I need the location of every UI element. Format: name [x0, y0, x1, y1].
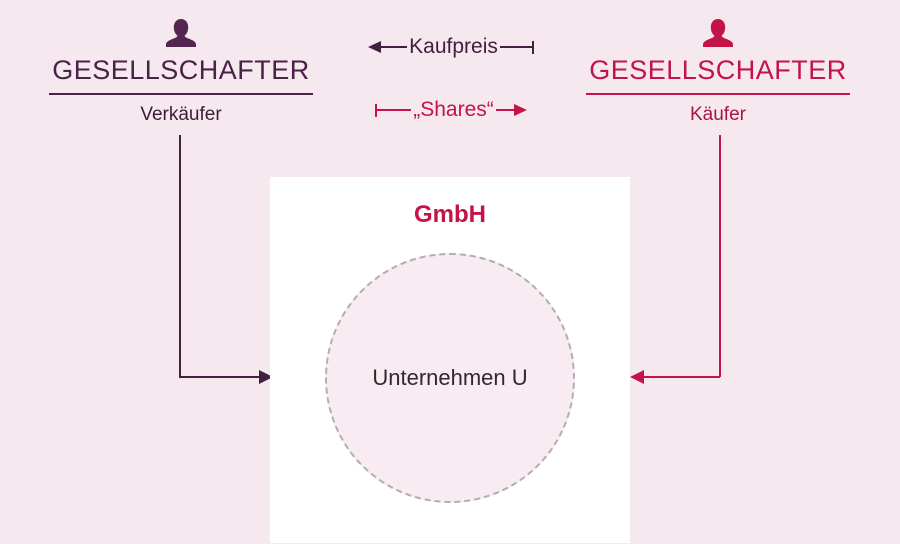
- arrowhead-left-icon: [368, 41, 382, 53]
- arrowhead-left-icon: [630, 370, 644, 384]
- arrow-line: [377, 109, 412, 111]
- company-name: Unternehmen U: [372, 365, 528, 390]
- right-shareholder-group: GESELLSCHAFTER Käufer: [558, 16, 878, 126]
- left-shareholder-group: GESELLSCHAFTER Verkäufer: [21, 16, 341, 126]
- person-icon: [21, 16, 341, 54]
- right-shareholder-role: Käufer: [690, 104, 746, 125]
- gmbh-box: GmbH Unternehmen U: [270, 177, 630, 543]
- right-connector-vertical-line: [719, 135, 721, 377]
- arrow-line: [381, 46, 408, 48]
- left-connector-vertical-line: [179, 135, 181, 377]
- arrow-line: [499, 46, 532, 48]
- kaufpreis-arrow: Kaufpreis: [358, 34, 544, 60]
- arrowhead-right-icon: [513, 104, 527, 116]
- left-connector-horizontal-line: [179, 376, 259, 378]
- left-shareholder-role: Verkäufer: [140, 104, 222, 125]
- arrowhead-right-icon: [259, 370, 273, 384]
- person-icon: [558, 16, 878, 54]
- gmbh-title: GmbH: [414, 201, 486, 228]
- kaufpreis-label: Kaufpreis: [409, 35, 498, 58]
- company-circle: Unternehmen U: [325, 253, 575, 503]
- shares-label: „Shares“: [413, 98, 494, 121]
- arrow-line: [495, 109, 514, 111]
- shares-arrow: „Shares“: [358, 96, 544, 124]
- exchange-arrows: Kaufpreis „Shares“: [358, 34, 544, 124]
- arrow-tee-cap: [375, 103, 378, 117]
- arrow-tee-cap: [531, 40, 534, 54]
- right-connector-horizontal-line: [644, 376, 720, 378]
- right-shareholder-title: GESELLSCHAFTER: [586, 55, 850, 95]
- left-shareholder-title: GESELLSCHAFTER: [49, 55, 313, 95]
